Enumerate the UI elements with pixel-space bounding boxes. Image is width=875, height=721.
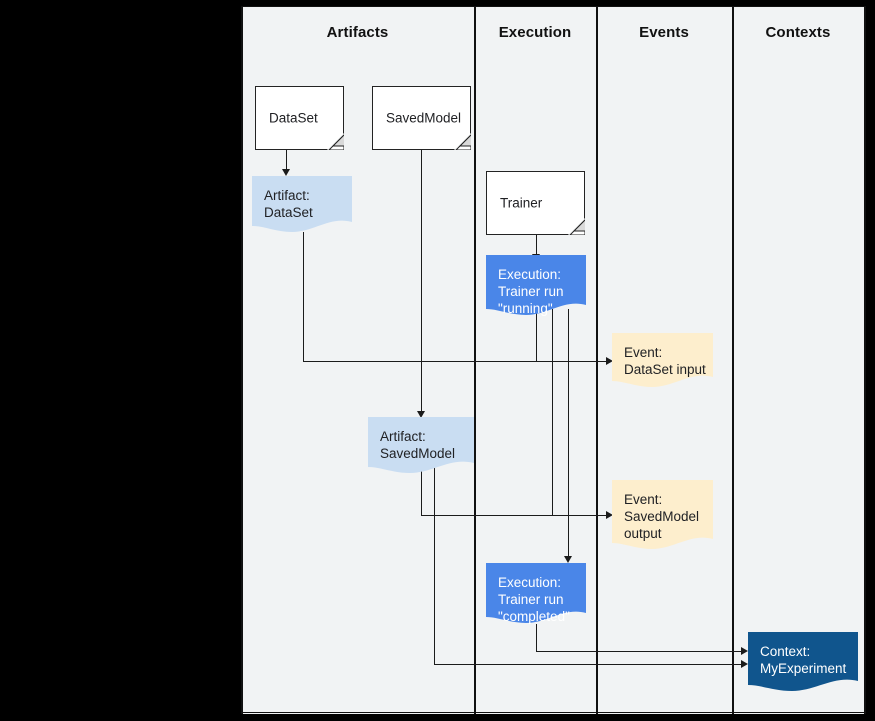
- lane-divider-execution-events: [596, 6, 598, 714]
- lane-header-contexts: Contexts: [765, 24, 831, 41]
- node-dataset-type[interactable]: DataSet: [255, 86, 344, 150]
- arrowhead-context-from-execution: [741, 647, 748, 655]
- connector-artifact-savedmodel-right: [421, 515, 609, 517]
- document-shape: [612, 333, 713, 387]
- folded-corner-icon: [568, 218, 585, 235]
- node-context-myexperiment-label: Context: MyExperiment: [760, 643, 850, 677]
- node-trainer-type-label: Trainer: [500, 195, 543, 211]
- node-event-savedmodel-output[interactable]: Event: SavedModel output: [612, 480, 713, 552]
- connector-artifact-dataset-down: [303, 232, 305, 362]
- node-execution-running-label: Execution: Trainer run "running": [498, 266, 578, 317]
- node-trainer-type[interactable]: Trainer: [486, 171, 585, 235]
- connector-artifact-savedmodel-down-b: [434, 459, 436, 665]
- node-artifact-savedmodel-label: Artifact: SavedModel: [380, 428, 466, 462]
- connector-execution-running-drop-a: [536, 309, 538, 362]
- node-context-myexperiment[interactable]: Context: MyExperiment: [748, 632, 858, 694]
- line-3: output: [624, 526, 662, 541]
- line-3: "running": [498, 301, 553, 316]
- line-1: Event:: [624, 492, 663, 507]
- document-shape: [612, 480, 713, 549]
- line-2: SavedModel: [624, 509, 700, 524]
- connector-execution-completed-to-context: [536, 651, 744, 653]
- lane-header-events: Events: [639, 24, 689, 41]
- lane-header-execution: Execution: [498, 24, 572, 41]
- line-3: "completed": [498, 609, 570, 624]
- line-1: Execution:: [498, 267, 562, 282]
- folded-corner-icon: [454, 133, 471, 150]
- node-artifact-dataset[interactable]: Artifact: DataSet: [252, 176, 352, 235]
- lane-header-top-rule: [241, 6, 866, 8]
- node-artifact-dataset-label: Artifact: DataSet: [264, 187, 344, 221]
- connector-artifact-savedmodel-to-context: [434, 664, 744, 666]
- swimlane-board: Artifacts Execution Events Contexts: [241, 6, 866, 714]
- lane-header-bottom-rule: [241, 712, 866, 714]
- line-2: DataSet input: [624, 362, 706, 377]
- connector-artifact-savedmodel-down-a: [421, 459, 423, 516]
- connector-savedmodel-to-artifact: [421, 150, 423, 414]
- arrowhead-execution-completed: [564, 556, 572, 563]
- line-1: Artifact:: [380, 429, 426, 444]
- line-1: Context:: [760, 644, 811, 659]
- line-2: MyExperiment: [760, 661, 847, 676]
- lane-divider-left: [241, 6, 243, 714]
- lane-header-artifacts: Artifacts: [326, 24, 389, 41]
- arrowhead-event-dataset-input: [606, 357, 613, 365]
- line-1: Event:: [624, 345, 663, 360]
- node-event-dataset-input[interactable]: Event: DataSet input: [612, 333, 713, 390]
- document-shape: [486, 255, 586, 315]
- connector-dataset-to-artifact: [286, 150, 288, 172]
- arrowhead-dataset-to-artifact: [282, 169, 290, 176]
- node-savedmodel-type[interactable]: SavedModel: [372, 86, 471, 150]
- line-2: Trainer run: [498, 592, 564, 607]
- arrowhead-event-savedmodel-output: [606, 511, 613, 519]
- document-shape: [368, 417, 474, 473]
- line-1: Execution:: [498, 575, 562, 590]
- node-artifact-savedmodel[interactable]: Artifact: SavedModel: [368, 417, 474, 476]
- node-execution-completed-label: Execution: Trainer run "completed": [498, 574, 578, 625]
- line-1: Artifact:: [264, 188, 310, 203]
- node-event-dataset-input-label: Event: DataSet input: [624, 344, 706, 378]
- line-2: SavedModel: [380, 446, 456, 461]
- folded-corner-icon: [327, 133, 344, 150]
- lane-divider-events-contexts: [732, 6, 734, 714]
- node-execution-completed[interactable]: Execution: Trainer run "completed": [486, 563, 586, 626]
- document-shape: [252, 176, 352, 232]
- arrowhead-savedmodel-to-artifact: [417, 411, 425, 418]
- node-event-savedmodel-output-label: Event: SavedModel output: [624, 491, 705, 542]
- connector-execution-running-drop-b: [552, 309, 554, 516]
- connector-trainer-to-execution-running: [536, 235, 538, 257]
- node-dataset-type-label: DataSet: [269, 110, 318, 126]
- node-execution-running[interactable]: Execution: Trainer run "running": [486, 255, 586, 318]
- lane-divider-artifacts-execution: [474, 6, 476, 714]
- line-2: Trainer run: [498, 284, 564, 299]
- arrowhead-context-from-artifact: [741, 660, 748, 668]
- node-savedmodel-type-label: SavedModel: [386, 110, 462, 126]
- connector-execution-completed-down: [536, 624, 538, 652]
- document-shape: [748, 632, 858, 691]
- connector-execution-running-to-completed: [568, 309, 570, 559]
- document-shape: [486, 563, 586, 623]
- lane-divider-right: [864, 6, 866, 714]
- line-2: DataSet: [264, 205, 313, 220]
- connector-artifact-dataset-right: [303, 361, 609, 363]
